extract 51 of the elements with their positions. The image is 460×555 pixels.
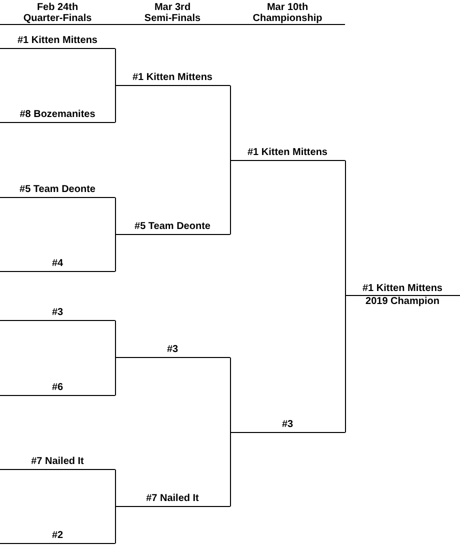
team-name: #3 bbox=[166, 344, 178, 356]
bracket-slot bbox=[115, 344, 230, 358]
round-heading: Semi-Finals bbox=[143, 13, 202, 24]
round-heading: Feb 24th bbox=[36, 2, 80, 13]
bracket-slot bbox=[0, 35, 115, 49]
team-name: #1 Kitten Mittens bbox=[132, 72, 212, 84]
bracket-slot bbox=[115, 72, 230, 86]
team-name: #7 Nailed It bbox=[146, 493, 199, 505]
bracket-connector bbox=[230, 357, 231, 433]
bracket-connector bbox=[115, 320, 116, 358]
bracket-connector bbox=[115, 48, 116, 86]
bracket-slot bbox=[0, 109, 115, 123]
bracket-slot bbox=[0, 258, 115, 272]
bracket-slot bbox=[230, 419, 345, 433]
champion-caption: 2019 Champion bbox=[366, 296, 440, 308]
bracket-slot bbox=[0, 307, 115, 321]
bracket-connector bbox=[115, 469, 116, 507]
team-name: #2 bbox=[52, 530, 64, 542]
champion-slot bbox=[345, 283, 460, 308]
team-name: #5 Team Deonte bbox=[134, 221, 210, 233]
bracket-slot bbox=[115, 221, 230, 235]
team-name: #1 Kitten Mittens bbox=[17, 35, 98, 47]
round-heading: Mar 10th bbox=[266, 2, 310, 13]
team-name: #3 bbox=[52, 307, 64, 319]
round-heading: Quarter-Finals bbox=[22, 13, 93, 24]
bracket-connector bbox=[115, 197, 116, 235]
bracket-slot bbox=[230, 147, 345, 161]
bracket-slot bbox=[0, 530, 115, 544]
bracket-connector bbox=[115, 506, 116, 544]
team-name: #1 Kitten Mittens bbox=[362, 283, 442, 295]
team-name: #7 Nailed It bbox=[31, 456, 84, 468]
round-heading: Mar 3rd bbox=[153, 2, 192, 13]
bracket-connector bbox=[345, 296, 346, 433]
bracket-connector bbox=[115, 357, 116, 396]
bracket-connector bbox=[115, 234, 116, 272]
bracket-slot bbox=[0, 456, 115, 470]
bracket-connector bbox=[230, 85, 231, 161]
round-heading: Championship bbox=[252, 13, 324, 24]
team-name: #6 bbox=[52, 382, 64, 394]
team-name: #5 Team Deonte bbox=[20, 184, 96, 196]
team-name: #3 bbox=[282, 419, 294, 431]
team-name: #1 Kitten Mittens bbox=[247, 147, 328, 159]
bracket-connector bbox=[345, 160, 346, 297]
bracket-slot bbox=[0, 184, 115, 198]
bracket-slot bbox=[0, 382, 115, 396]
bracket-connector bbox=[230, 432, 231, 507]
bracket-connector bbox=[115, 85, 116, 123]
bracket-slot bbox=[115, 493, 230, 507]
team-name: #8 Bozemanites bbox=[20, 109, 96, 121]
team-name: #4 bbox=[52, 258, 64, 270]
bracket-connector bbox=[230, 160, 231, 235]
